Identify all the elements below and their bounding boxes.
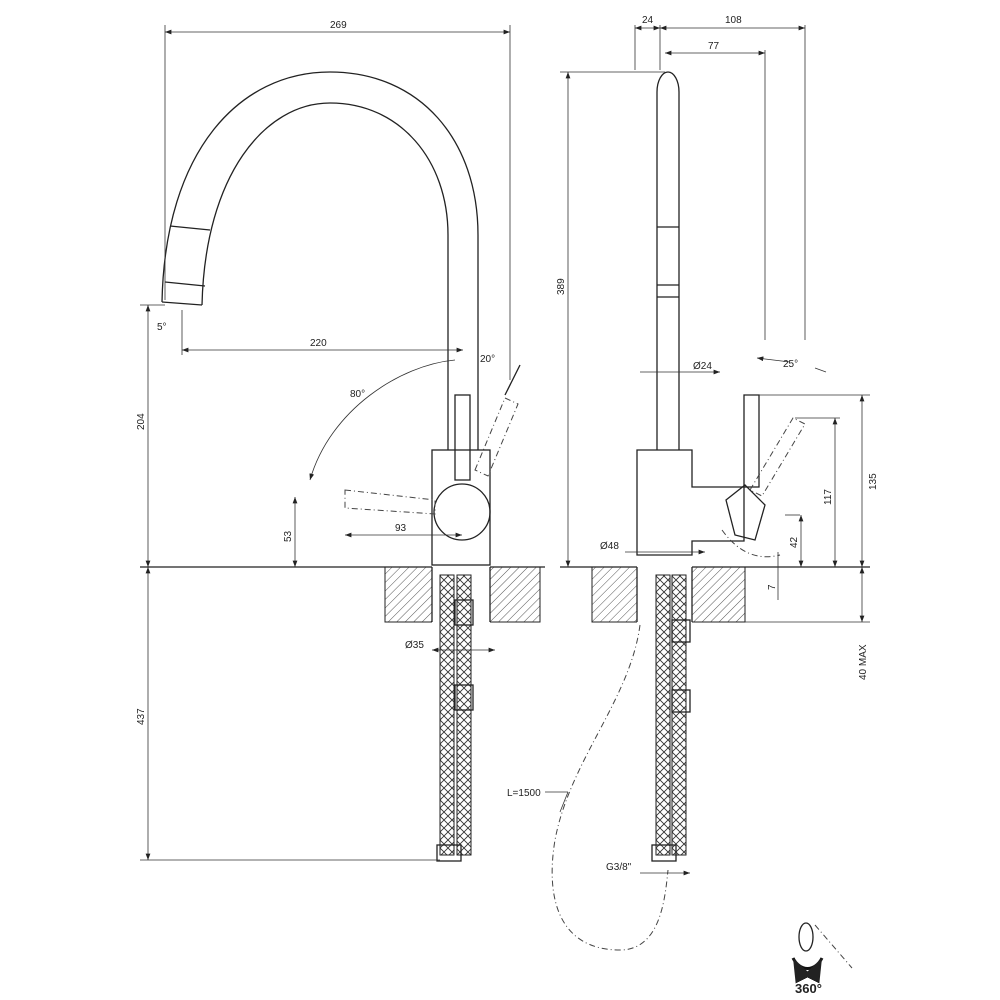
dim-108: 108 [725, 15, 742, 26]
dim-204: 204 [136, 413, 147, 430]
rotation-label: 360° [795, 981, 822, 996]
dim-40max: 40 MAX [858, 644, 869, 680]
pullout-hose [551, 624, 669, 951]
dim-269: 269 [330, 20, 347, 31]
dim-93: 93 [395, 523, 407, 534]
dim-25deg: 25° [783, 359, 798, 370]
hose-right-2 [671, 574, 687, 856]
lever-tilted-dashed [474, 397, 519, 477]
dim-24: 24 [642, 15, 654, 26]
dim-77: 77 [708, 41, 720, 52]
spout-tube [656, 71, 680, 450]
rotation-360-icon: 360° [763, 922, 853, 996]
dim-7: 7 [767, 584, 778, 590]
dim-42: 42 [789, 536, 800, 548]
front-view: 24 108 77 389 Ø24 25° 135 117 42 7 Ø48 4… [507, 15, 879, 951]
dim-53: 53 [283, 530, 294, 542]
dim-d35: Ø35 [405, 640, 424, 651]
lever-horizontal-dashed [344, 489, 436, 515]
side-view: 269 220 5° 20° 80° 204 53 93 Ø35 437 [136, 20, 545, 862]
dim-117: 117 [823, 489, 834, 505]
hose-length-label: L=1500 [507, 788, 541, 799]
dim-d24: Ø24 [693, 361, 712, 372]
dim-80deg: 80° [350, 389, 365, 400]
hose-right-1 [655, 574, 671, 856]
spout-outer [161, 71, 479, 450]
spout-inner [201, 102, 449, 450]
lever-vertical [454, 394, 471, 481]
lever-front [743, 394, 760, 488]
dim-20deg: 20° [480, 354, 495, 365]
dim-437: 437 [136, 708, 147, 725]
body-front [636, 449, 745, 556]
dim-5deg: 5° [157, 322, 167, 333]
lever-hub [433, 483, 491, 541]
dim-389: 389 [556, 278, 567, 295]
dim-220: 220 [310, 338, 327, 349]
hose-left-2 [456, 574, 472, 856]
connection-label: G3/8" [606, 862, 632, 873]
mixer-body [431, 449, 491, 566]
hose-left-1 [439, 574, 455, 856]
dim-135: 135 [868, 473, 879, 490]
dim-d48: Ø48 [600, 541, 619, 552]
